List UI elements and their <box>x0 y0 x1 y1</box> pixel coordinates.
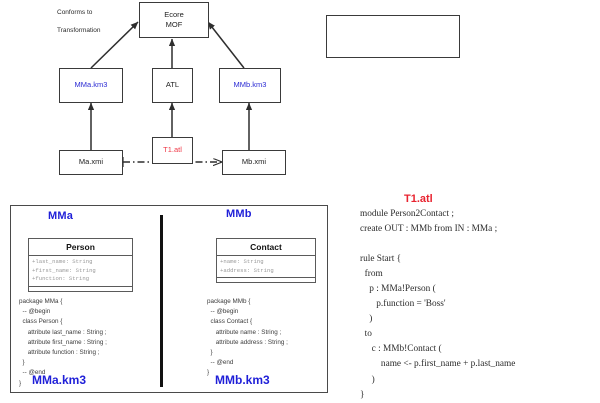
node-mb-xmi-label: Mb.xmi <box>241 157 267 167</box>
node-mma-km3-label: MMa.km3 <box>74 80 108 90</box>
node-ecore-line1: Ecore <box>164 9 184 19</box>
uml-class-person[interactable]: Person +last_name: String +first_name: S… <box>28 238 133 292</box>
uml-class-person-name: Person <box>29 239 132 256</box>
uml-class-contact[interactable]: Contact +name: String +address: String <box>216 238 316 284</box>
arrow-mmb-to-ecore <box>207 21 245 69</box>
mmb-km3-code: package MMb { -- @begin class Contact { … <box>207 298 288 377</box>
mmb-km3-footer: MMb.km3 <box>215 373 270 387</box>
mma-title: MMa <box>48 210 74 222</box>
uml-class-contact-name: Contact <box>217 239 315 256</box>
node-atl-label: ATL <box>165 80 180 90</box>
uml-class-person-operations <box>29 287 132 291</box>
legend-label-conforms-to: Conforms to <box>57 9 93 16</box>
panel-divider <box>160 215 163 387</box>
atl-code-body: module Person2Contact ; create OUT : MMb… <box>360 209 516 400</box>
uml-class-contact-operations <box>217 278 315 282</box>
uml-attribute: +address: String <box>220 266 274 274</box>
uml-attribute: +last_name: String <box>32 258 93 265</box>
uml-attribute: +name: String <box>220 258 264 265</box>
uml-attribute: +function: String <box>32 275 90 283</box>
mma-km3-footer: MMa.km3 <box>32 373 87 387</box>
node-t1-atl-label: T1.atl <box>163 145 182 155</box>
node-ma-xmi-label: Ma.xmi <box>78 157 104 167</box>
node-ecore-line2: MOF <box>165 20 183 29</box>
uml-class-person-attributes: +last_name: String +first_name: String +… <box>29 256 132 287</box>
node-t1-atl[interactable]: T1.atl <box>152 137 193 164</box>
node-mmb-km3-label: MMb.km3 <box>233 80 267 90</box>
legend-box <box>326 15 460 58</box>
uml-class-contact-attributes: +name: String +address: String <box>217 256 315 279</box>
node-mma-km3[interactable]: MMa.km3 <box>59 68 123 103</box>
mmb-title: MMb <box>226 208 252 220</box>
uml-attribute: +first_name: String <box>32 266 96 274</box>
atl-code-title: T1.atl <box>404 193 433 205</box>
metamodels-panel <box>10 205 328 393</box>
mma-km3-code: package MMa { -- @begin class Person { a… <box>19 298 107 387</box>
legend-label-transformation: Transformation <box>57 27 101 34</box>
node-mb-xmi[interactable]: Mb.xmi <box>222 150 286 175</box>
node-atl[interactable]: ATL <box>152 68 193 103</box>
node-ecore-mof[interactable]: Ecore MOF <box>139 2 209 38</box>
node-ma-xmi[interactable]: Ma.xmi <box>59 150 123 175</box>
node-mmb-km3[interactable]: MMb.km3 <box>219 68 281 103</box>
